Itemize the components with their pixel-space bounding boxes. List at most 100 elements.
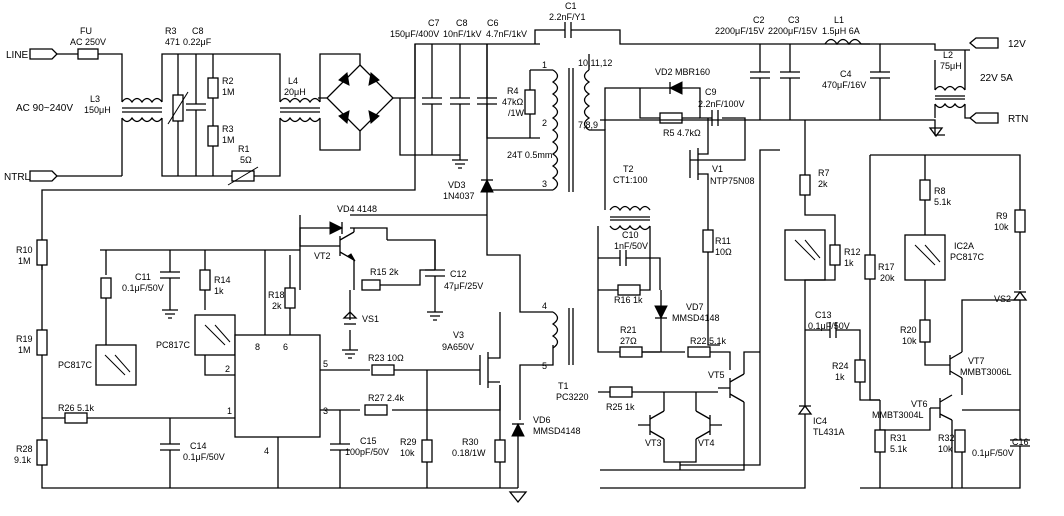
label-r4-value: 47kΩ bbox=[502, 97, 524, 107]
resistor-r7 bbox=[799, 174, 811, 196]
resistor-r12 bbox=[829, 244, 841, 266]
label-r1: R1 bbox=[238, 144, 250, 154]
resistor-r10 bbox=[36, 239, 48, 266]
label-vs1: VS1 bbox=[362, 314, 379, 324]
label-c14-value: 0.1μF/50V bbox=[183, 452, 225, 462]
label-c6-value: 4.7nF/1kV bbox=[486, 29, 527, 39]
resistor-r32 bbox=[954, 429, 966, 453]
label-c9-value: 2.2nF/100V bbox=[698, 99, 745, 109]
label-r31: R31 bbox=[890, 433, 907, 443]
label-vd6: VD6 bbox=[533, 415, 551, 425]
label-c9: C9 bbox=[705, 87, 717, 97]
inductor-l4 bbox=[279, 97, 321, 123]
label-c2: C2 bbox=[753, 15, 765, 25]
label-c15-value: 100pF/50V bbox=[345, 447, 389, 457]
resistor-r21 bbox=[619, 346, 643, 358]
output-terminal-12v bbox=[968, 37, 999, 49]
label-r3-varistor: R3 bbox=[165, 26, 177, 36]
label-r4: R4 bbox=[507, 86, 519, 96]
resistor-r18 bbox=[284, 287, 296, 309]
label-ic-pin-4: 4 bbox=[264, 446, 269, 456]
label-vd7: VD7 bbox=[686, 302, 704, 312]
label-vt2: VT2 bbox=[314, 251, 331, 261]
resistor-r15 bbox=[361, 279, 381, 291]
label-t2-value: CT1:100 bbox=[613, 175, 648, 185]
label-r8-value: 5.1k bbox=[934, 197, 952, 207]
label-r30-value: 0.18/1W bbox=[452, 448, 486, 458]
optocoupler-ic2a bbox=[904, 234, 946, 281]
label-c11-value: 0.1μF/50V bbox=[122, 283, 164, 293]
label-r28-value: 9.1k bbox=[14, 455, 32, 465]
label-c13-value: 0.1μF/50V bbox=[808, 321, 850, 331]
label-ic2a-value: PC817C bbox=[950, 252, 985, 262]
transistor-vt3 bbox=[638, 410, 665, 440]
label-vt3: VT3 bbox=[645, 438, 662, 448]
label-r18: R18 bbox=[268, 290, 285, 300]
label-r2-value: 1M bbox=[222, 87, 235, 97]
resistor-r24 bbox=[854, 359, 866, 383]
label-v1: V1 bbox=[712, 164, 723, 174]
label-c4: C4 bbox=[840, 69, 852, 79]
label-t1-pin-5: 5 bbox=[542, 361, 547, 371]
label-r31-value: 5.1k bbox=[890, 444, 908, 454]
label-c16: C16 bbox=[1012, 437, 1029, 447]
transistor-vt7 bbox=[940, 351, 963, 379]
label-c3: C3 bbox=[788, 15, 800, 25]
label-c3-value: 2200μF/15V bbox=[768, 26, 817, 36]
resistor-r31 bbox=[874, 429, 886, 453]
input-terminals bbox=[29, 48, 58, 182]
label-r27: R27 2.4k bbox=[368, 393, 405, 403]
label-c1: C1 bbox=[565, 1, 577, 11]
label-vt6-value: MMBT3004L bbox=[872, 410, 924, 420]
label-r12-value: 1k bbox=[844, 258, 854, 268]
label-c14: C14 bbox=[190, 441, 207, 451]
label-r30: R30 bbox=[462, 437, 479, 447]
capacitor-c8-x bbox=[186, 54, 206, 176]
label-line: LINE bbox=[6, 50, 29, 61]
label-vd2: VD2 MBR160 bbox=[655, 67, 710, 77]
label-r26: R26 5.1k bbox=[58, 403, 95, 413]
diode-vd4 bbox=[329, 221, 344, 235]
resistor-r30 bbox=[494, 439, 506, 463]
label-r20-value: 10k bbox=[902, 336, 917, 346]
label-t1-pins-top: 10,11,12 bbox=[578, 58, 612, 68]
label-t1-pin-4: 4 bbox=[542, 301, 547, 311]
inductor-l3 bbox=[121, 97, 163, 123]
label-ic-pin-2: 2 bbox=[225, 364, 230, 374]
label-c8-snubber-value: 10nF/1kV bbox=[443, 29, 482, 39]
resistor-r2 bbox=[207, 77, 219, 99]
resistor-r23 bbox=[371, 364, 395, 376]
resistor-r19 bbox=[36, 329, 48, 356]
resistor-r4 bbox=[524, 89, 536, 115]
label-r7-value: 2k bbox=[818, 179, 828, 189]
label-vt7-value: MMBT3006L bbox=[960, 367, 1012, 377]
label-r11-value: 10Ω bbox=[715, 247, 732, 257]
label-l4: L4 bbox=[288, 76, 298, 86]
label-r3-bleeder-value: 1M bbox=[222, 135, 235, 145]
label-t1-pins-mid: 7,8,9 bbox=[578, 120, 598, 130]
label-t1-value: PC3220 bbox=[556, 392, 589, 402]
label-output-rating: 22V 5A bbox=[980, 73, 1013, 84]
label-r28: R28 bbox=[16, 444, 33, 454]
component-labels: LINE NTRL AC 90~240V FU AC 250V L3 150μH… bbox=[4, 1, 1029, 465]
label-l1-value: 1.5μH 6A bbox=[822, 26, 860, 36]
label-r16: R16 1k bbox=[614, 295, 643, 305]
label-r21-value: 27Ω bbox=[620, 336, 637, 346]
label-vs2: VS2 bbox=[994, 294, 1011, 304]
resistor-r11 bbox=[702, 229, 714, 253]
label-output-12v: 12V bbox=[1008, 39, 1026, 50]
label-ic4-value: TL431A bbox=[813, 427, 845, 437]
label-c8-x: C8 bbox=[192, 26, 204, 36]
label-t1-pin-1: 1 bbox=[542, 60, 547, 70]
label-fu: FU bbox=[80, 26, 92, 36]
label-pc817c-left: PC817C bbox=[58, 360, 93, 370]
transformer-t2 bbox=[609, 205, 651, 231]
resistor-r3-bleeder bbox=[207, 125, 219, 147]
resistor-r27 bbox=[364, 404, 388, 416]
label-vd4: VD4 4148 bbox=[337, 204, 377, 214]
resistor-r28 bbox=[36, 439, 48, 466]
label-ic4: IC4 bbox=[813, 416, 827, 426]
label-vt7: VT7 bbox=[968, 356, 985, 366]
resistor-r22 bbox=[687, 346, 711, 358]
label-r4-power: /1W bbox=[508, 108, 525, 118]
